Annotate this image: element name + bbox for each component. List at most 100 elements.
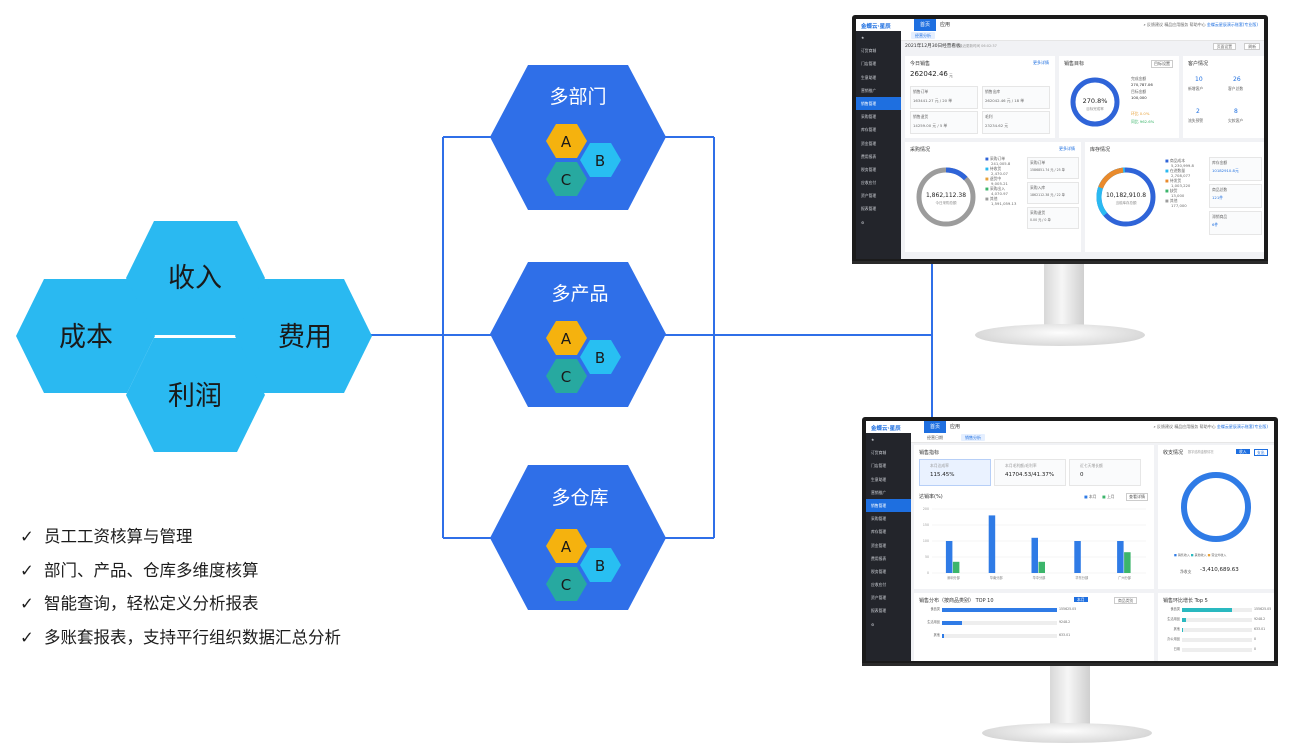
category-select[interactable]: 商品类别 (1114, 597, 1138, 604)
feedback-link[interactable]: 反馈建议 (1157, 424, 1174, 429)
left-hex-cluster: 收入 成本 费用 利润 (16, 221, 372, 452)
bar-this-month[interactable] (945, 541, 953, 573)
sidebar-item[interactable]: 门店管理 (861, 61, 877, 67)
sidebar-item[interactable]: 采购管理 (861, 114, 877, 120)
bar-last-month[interactable] (952, 561, 960, 573)
sidebar-item[interactable]: 资产管理 (871, 595, 887, 601)
feature-item: ✓多账套报表，支持平行组织数据汇总分析 (20, 621, 341, 655)
help-link[interactable]: 帮助中心 (1199, 424, 1216, 429)
legend-value: 241,005.8 (991, 161, 1011, 166)
bar-fill[interactable] (1182, 608, 1233, 612)
sidebar-item[interactable]: 税务管理 (871, 568, 887, 574)
bar-row-value: 9248.2 (1059, 620, 1071, 624)
sidebar-star-icon[interactable]: ★ (861, 35, 865, 40)
sidebar-item[interactable]: 资金管理 (871, 542, 887, 548)
card-title: 收支情况 (1163, 450, 1184, 456)
sidebar-item[interactable]: 应收应付 (871, 582, 887, 588)
connector-lines (370, 136, 933, 539)
kpi-value: 0 (1080, 472, 1084, 478)
bar-fill[interactable] (1182, 618, 1186, 622)
refresh-button[interactable]: 刷新 (1244, 43, 1260, 50)
sidebar-item[interactable]: 报表管理 (861, 206, 877, 212)
tab-this-month[interactable]: 本月 (1074, 597, 1088, 602)
bar-fill[interactable] (942, 634, 945, 638)
dashboard-title: 2021年12月30日经营看板 (905, 44, 961, 49)
target-yoy: 同比 962.6% (1131, 119, 1155, 124)
apps-link[interactable]: 精品应用服务 (1164, 22, 1189, 27)
sidebar-item[interactable]: 费用报表 (861, 153, 877, 159)
apps-link[interactable]: 精品应用服务 (1174, 424, 1199, 429)
sidebar-item[interactable]: 门店管理 (871, 463, 887, 469)
sidebar-item[interactable]: 生意助理 (871, 476, 887, 482)
crumb-tab[interactable]: 经营分析 (911, 32, 935, 39)
bar-this-month[interactable] (1117, 541, 1124, 573)
sidebar-item[interactable]: 资金管理 (861, 140, 877, 146)
tab-home[interactable]: 首页 (914, 19, 936, 31)
sidebar-item[interactable]: 生意助理 (861, 74, 877, 80)
more-details-link[interactable]: 更多详情 (1059, 146, 1075, 151)
legend-label: ■ 商品成本 (1165, 158, 1185, 163)
page-settings-button[interactable]: 页面设置 (1212, 43, 1236, 50)
bar-this-month[interactable] (1074, 541, 1081, 573)
bar-fill[interactable] (1182, 628, 1183, 632)
hex-income-shape (126, 221, 265, 335)
stat-label: 销售退货 (913, 114, 929, 119)
crumb-tab-active[interactable]: 销售分析 (961, 434, 985, 441)
settings-icon[interactable]: ⚙ (871, 621, 875, 627)
settings-icon[interactable]: ⚙ (861, 219, 865, 225)
sidebar-item[interactable]: 采购管理 (871, 516, 887, 522)
tab-app[interactable]: 应用 (950, 424, 961, 430)
bar-track (942, 634, 1057, 638)
tab-home[interactable]: 首页 (924, 421, 946, 433)
x-tick-label: 广州分部 (1118, 575, 1132, 580)
bar-fill[interactable] (942, 608, 1057, 612)
tab-expense[interactable]: 支出 (1254, 449, 1268, 456)
feature-text: 员工工资核算与管理 (44, 527, 193, 546)
search-icon[interactable]: ⌕ (1153, 424, 1158, 429)
legend-label: ■ 退货中 (985, 176, 1002, 181)
hex-profit-shape (126, 338, 265, 452)
bar-last-month[interactable] (1124, 552, 1131, 573)
tab-app[interactable]: 应用 (940, 22, 951, 28)
sidebar-item[interactable]: 费用报表 (871, 555, 887, 561)
sidebar-item[interactable]: 资产管理 (861, 193, 877, 199)
chart-details-link[interactable]: 查看详情 (1126, 493, 1148, 501)
bar-this-month[interactable] (1031, 537, 1039, 573)
sidebar-item[interactable]: 订货商城 (871, 450, 887, 456)
stat-label: 毛利 (985, 114, 993, 119)
search-icon[interactable]: ⌕ (1143, 22, 1148, 27)
sidebar-item[interactable]: 报表管理 (871, 608, 887, 614)
sidebar-item[interactable]: 库存管理 (871, 529, 887, 535)
bar-row-value: 633.01 (1059, 633, 1071, 637)
bar-track (1182, 628, 1252, 632)
account-name[interactable]: 金蝶云星辰演示账套(专业版) (1206, 22, 1258, 27)
sidebar-item[interactable]: 营销推广 (861, 87, 877, 93)
feedback-link[interactable]: 反馈建议 (1147, 22, 1164, 27)
sidebar-item[interactable]: 应收应付 (861, 180, 877, 186)
sidebar-item-active[interactable]: 销售管理 (856, 96, 901, 111)
sidebar-item[interactable]: 税务管理 (861, 166, 877, 172)
bar-last-month[interactable] (1038, 561, 1046, 573)
bar-row-value: 9248.2 (1254, 617, 1266, 621)
sidebar-item[interactable]: 订货商城 (861, 48, 877, 54)
sidebar-star-icon[interactable]: ★ (871, 437, 875, 442)
bar-fill[interactable] (942, 621, 962, 625)
sidebar-item[interactable]: 库存管理 (861, 127, 877, 133)
bar-this-month[interactable] (988, 515, 996, 573)
bar-row-label: 其他 (933, 633, 940, 637)
more-details-link[interactable]: 更多详情 (1033, 60, 1049, 65)
tab-income[interactable]: 收入 (1236, 449, 1250, 454)
card-title: 库存情况 (1090, 147, 1111, 153)
sidebar-item-active[interactable]: 销售管理 (866, 498, 911, 513)
target-settings-link[interactable]: 目标设置 (1151, 60, 1173, 68)
account-name[interactable]: 金蝶云星辰演示账套(专业版) (1216, 424, 1268, 429)
help-link[interactable]: 帮助中心 (1189, 22, 1206, 27)
dimension-hex-product-a-label: A (561, 330, 572, 348)
crumb-tab[interactable]: 经营日期 (927, 435, 943, 440)
hex-cost-label: 成本 (59, 322, 113, 353)
sidebar-item[interactable]: 营销推广 (871, 489, 887, 495)
